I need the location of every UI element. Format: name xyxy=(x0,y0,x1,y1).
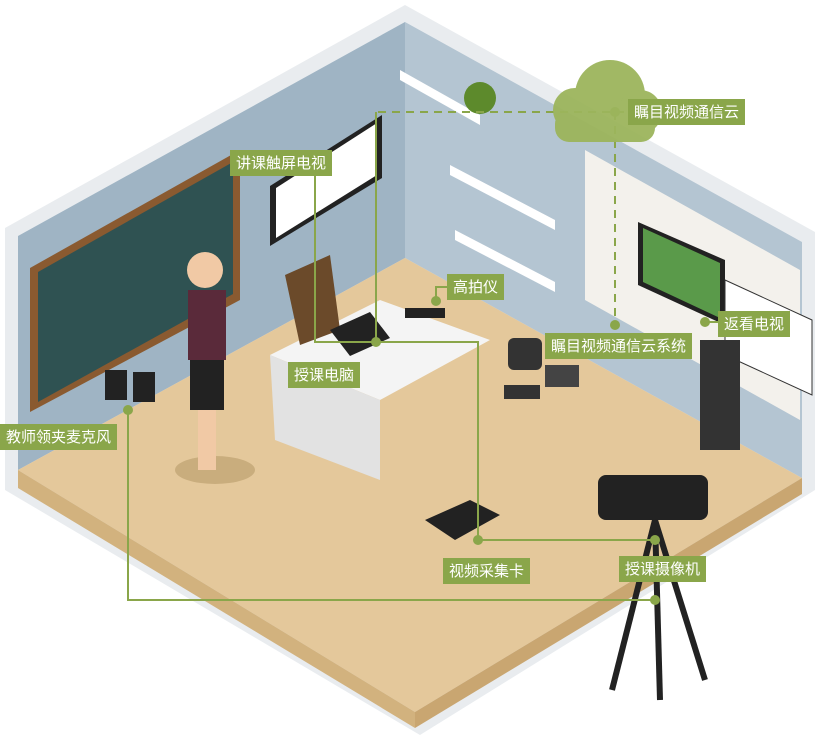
mic-camera-line xyxy=(127,410,655,601)
label-touch-tv: 讲课触屏电视 xyxy=(230,150,333,176)
label-cloud: 瞩目视频通信云 xyxy=(628,99,746,125)
label-cloud-system: 瞩目视频通信云系统 xyxy=(545,333,693,359)
shelf xyxy=(400,70,480,125)
pc-capture-line xyxy=(376,341,655,541)
ptz-camera-icon xyxy=(508,338,542,370)
touch-tv-line xyxy=(314,176,376,343)
label-lapel-mic: 教师领夹麦克风 xyxy=(0,424,118,450)
floor-edge-right xyxy=(415,478,802,728)
chalkboard-surface xyxy=(38,162,233,402)
plant-icon xyxy=(464,82,496,114)
codec-box-icon xyxy=(504,385,540,399)
tripod-leg xyxy=(652,519,708,681)
label-teaching-camera: 授课摄像机 xyxy=(619,556,707,582)
teacher-legs xyxy=(198,410,216,470)
return-tv-screen xyxy=(643,228,720,318)
label-capture-card: 视频采集卡 xyxy=(443,558,531,584)
mic-receiver-icon xyxy=(105,370,127,400)
connection-lines xyxy=(127,111,718,601)
teacher-skirt xyxy=(190,360,224,410)
document-camera-icon xyxy=(405,308,445,318)
shelf xyxy=(450,165,555,230)
tv-stand xyxy=(700,340,740,450)
label-return-tv: 返看电视 xyxy=(718,311,791,337)
control-panel-icon xyxy=(545,365,579,387)
label-teaching-pc: 授课电脑 xyxy=(288,362,361,388)
shelf xyxy=(455,230,555,292)
mic-receiver-icon xyxy=(133,372,155,402)
label-document-camera: 高拍仪 xyxy=(447,274,505,300)
video-camera-icon xyxy=(598,475,708,520)
chair xyxy=(285,255,340,345)
touch-tv-screen xyxy=(276,123,377,238)
teacher-body xyxy=(188,290,226,360)
tripod-leg xyxy=(609,519,658,691)
tripod-leg xyxy=(652,519,663,701)
teacher-head xyxy=(187,252,223,288)
capture-card-icon xyxy=(425,500,500,540)
